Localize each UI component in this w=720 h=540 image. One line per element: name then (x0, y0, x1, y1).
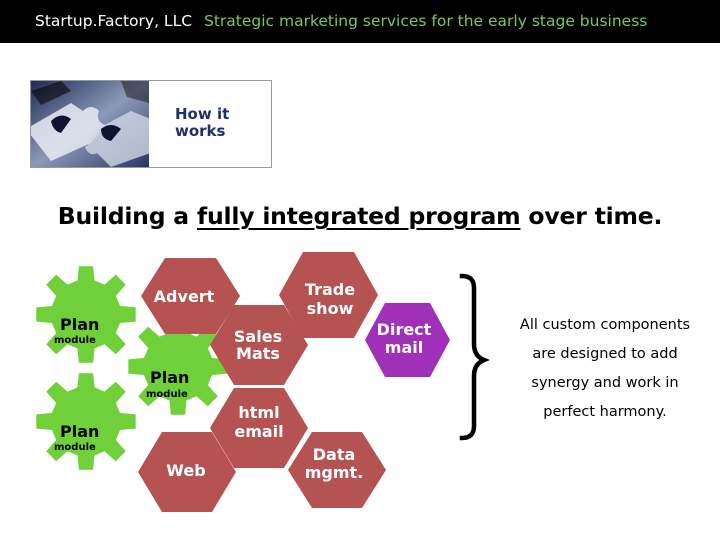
hero-label-line2: works (175, 122, 226, 140)
hex-web-label: Web (166, 461, 205, 480)
summary-text: All custom components are designed to ad… (495, 311, 715, 427)
puzzle-pieces-image (31, 81, 149, 167)
gear-1-subtitle: module (54, 335, 96, 346)
hex-sales-mats-line2: Mats (236, 344, 280, 363)
right-brace-icon (459, 273, 491, 441)
headline-before: Building a (57, 202, 197, 230)
gear-3-subtitle: module (54, 442, 96, 453)
hex-data-mgmt-line2: mgmt. (305, 463, 364, 482)
company-name: Startup.Factory, LLC (35, 12, 193, 30)
hex-direct-mail-line2: mail (385, 338, 423, 357)
hex-trade-show-line2: show (307, 299, 354, 318)
headline-after: over time. (520, 202, 663, 230)
summary-line2: are designed to add (532, 346, 678, 362)
header-bar: Startup.Factory, LLC Strategic marketing… (0, 0, 720, 43)
gear-icon (36, 266, 136, 363)
headline-underlined: fully integrated program (196, 202, 521, 230)
gear-2-title: Plan (150, 368, 189, 387)
summary-line1: All custom components (519, 317, 691, 333)
company-tagline: Strategic marketing services for the ear… (204, 12, 648, 30)
hex-sales-mats-line1: Sales (234, 327, 282, 346)
hex-data-mgmt-line1: Data (313, 445, 356, 464)
hex-html-email (210, 388, 308, 468)
hero-label-line1: How it (175, 105, 230, 123)
gear-icon (36, 373, 136, 470)
how-it-works-banner: How it works (30, 80, 272, 168)
hex-trade-show-line1: Trade (305, 280, 355, 299)
hex-advert-label: Advert (154, 287, 215, 306)
hex-advert (141, 258, 240, 334)
hex-web (138, 432, 236, 512)
gear-1-title: Plan (60, 315, 99, 334)
page-headline: Building a fully integrated program over… (0, 202, 720, 230)
hex-sales-mats (210, 305, 308, 385)
hex-direct-mail (365, 303, 450, 377)
hex-html-email-line2: email (234, 422, 283, 441)
summary-line3: synergy and work in (531, 375, 679, 391)
hex-trade-show (279, 252, 378, 338)
gear-icon (128, 318, 228, 415)
gear-2-subtitle: module (146, 389, 188, 400)
hex-direct-mail-line1: Direct (377, 320, 432, 339)
how-it-works-label: How it works (175, 106, 265, 140)
gear-3-title: Plan (60, 422, 99, 441)
hex-html-email-line1: html (238, 403, 279, 422)
hex-data-mgmt (288, 432, 386, 508)
summary-line4: perfect harmony. (543, 404, 667, 420)
